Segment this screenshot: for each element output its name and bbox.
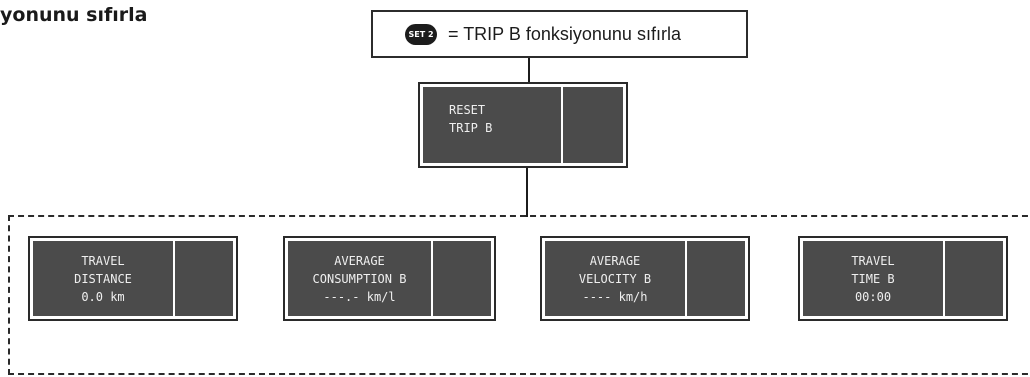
- display-side-panel: [945, 241, 1003, 316]
- display-line: CONSUMPTION B: [312, 271, 407, 286]
- legend-text: = TRIP B fonksiyonunu sıfırla: [448, 23, 681, 44]
- display-line: 00:00: [854, 289, 892, 304]
- section-heading: yonunu sıfırla: [0, 4, 148, 26]
- average-consumption-text: AVERAGE CONSUMPTION B ---.- km/l: [288, 241, 431, 316]
- legend-box: SET 2 = TRIP B fonksiyonunu sıfırla: [371, 10, 748, 58]
- average-consumption-display: AVERAGE CONSUMPTION B ---.- km/l: [283, 236, 496, 321]
- travel-time-display: TRAVEL TIME B 00:00: [798, 236, 1008, 321]
- reset-display-side-panel: [563, 87, 623, 163]
- trip-b-display-group: [8, 215, 1030, 375]
- travel-distance-display: TRAVEL DISTANCE 0.0 km: [28, 236, 238, 321]
- reset-line-2: TRIP B: [449, 121, 493, 135]
- display-line: TRAVEL: [851, 253, 895, 268]
- reset-display-text: RESET TRIP B: [423, 87, 561, 163]
- display-side-panel: [687, 241, 745, 316]
- connector-legend-to-reset: [528, 58, 530, 82]
- display-line: TIME B: [851, 271, 895, 286]
- display-line: AVERAGE: [334, 253, 385, 268]
- travel-distance-text: TRAVEL DISTANCE 0.0 km: [33, 241, 173, 316]
- connector-reset-to-displays: [526, 168, 528, 217]
- display-line: ---- km/h: [582, 289, 648, 304]
- display-line: VELOCITY B: [578, 271, 652, 286]
- average-velocity-text: AVERAGE VELOCITY B ---- km/h: [545, 241, 685, 316]
- display-line: AVERAGE: [589, 253, 641, 268]
- display-line: 0.0 km: [81, 289, 125, 304]
- travel-time-text: TRAVEL TIME B 00:00: [803, 241, 943, 316]
- display-side-panel: [433, 241, 491, 316]
- display-side-panel: [175, 241, 233, 316]
- average-velocity-display: AVERAGE VELOCITY B ---- km/h: [540, 236, 750, 321]
- display-line: ---.- km/l: [323, 289, 396, 304]
- display-line: TRAVEL: [81, 253, 125, 268]
- reset-line-1: RESET: [449, 103, 486, 117]
- reset-trip-b-display: RESET TRIP B: [418, 82, 628, 168]
- set2-button-icon: SET 2: [405, 23, 437, 45]
- display-line: DISTANCE: [74, 271, 132, 286]
